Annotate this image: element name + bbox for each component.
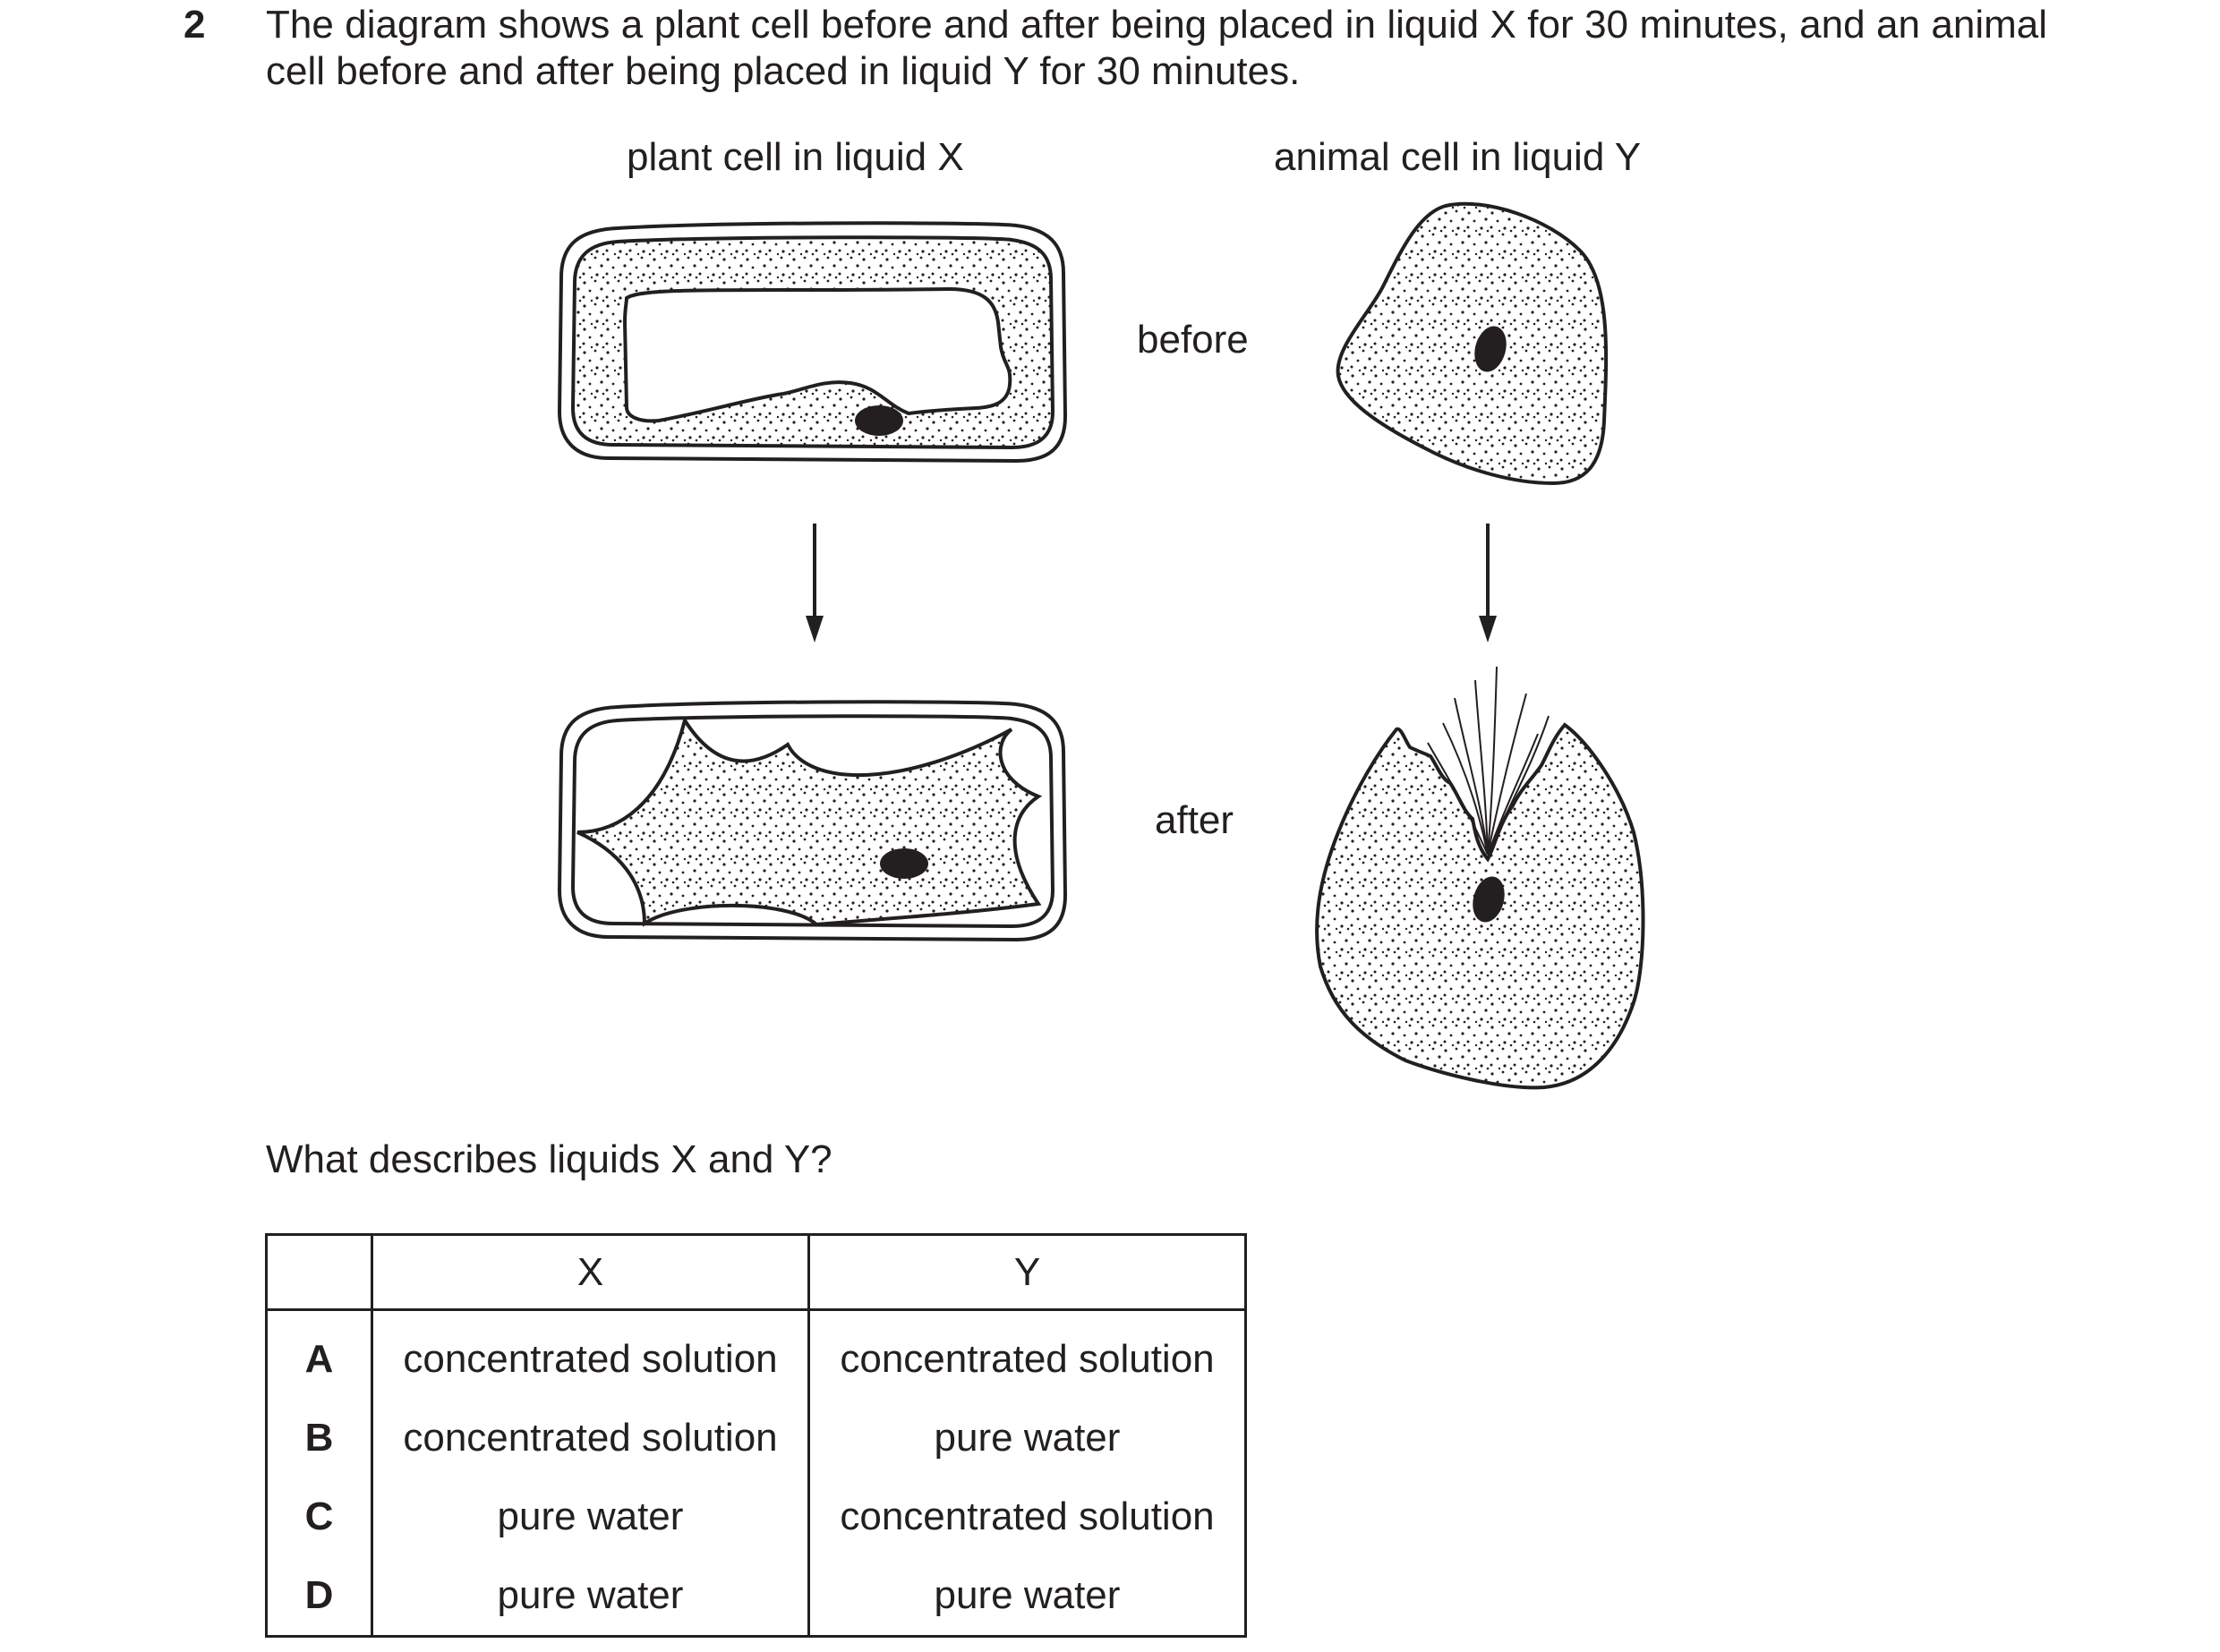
after-label: after bbox=[1155, 798, 1234, 842]
option-x-value: pure water bbox=[371, 1477, 810, 1556]
option-x-value: concentrated solution bbox=[371, 1309, 810, 1399]
plant-nucleus-after bbox=[880, 848, 928, 879]
option-key: B bbox=[265, 1399, 373, 1477]
question-prompt: What describes liquids X and Y? bbox=[266, 1137, 832, 1181]
answer-options-table: X Y A concentrated solution concentrated… bbox=[265, 1233, 1247, 1638]
option-y-value: concentrated solution bbox=[807, 1477, 1247, 1556]
question-stem: The diagram shows a plant cell before an… bbox=[266, 3, 2047, 93]
animal-nucleus-before bbox=[1474, 326, 1507, 372]
option-x-value: pure water bbox=[371, 1556, 810, 1638]
before-label: before bbox=[1137, 318, 1249, 362]
animal-cell-before bbox=[1336, 201, 1609, 486]
animal-nucleus-after bbox=[1473, 876, 1505, 923]
arrow-animal bbox=[1479, 524, 1497, 643]
option-key: A bbox=[265, 1309, 373, 1399]
option-key: D bbox=[265, 1556, 373, 1638]
header-x: X bbox=[371, 1233, 810, 1311]
plant-nucleus-before bbox=[855, 405, 903, 436]
question-number: 2 bbox=[184, 3, 206, 47]
arrow-plant bbox=[806, 524, 824, 643]
option-row-b[interactable]: B concentrated solution pure water bbox=[265, 1399, 1247, 1477]
option-y-value: concentrated solution bbox=[807, 1309, 1247, 1399]
plant-cell-before bbox=[557, 221, 1068, 464]
option-x-value: concentrated solution bbox=[371, 1399, 810, 1477]
animal-cell-after bbox=[1315, 666, 1645, 1090]
option-key: C bbox=[265, 1477, 373, 1556]
option-row-d[interactable]: D pure water pure water bbox=[265, 1556, 1247, 1638]
header-y: Y bbox=[807, 1233, 1247, 1311]
animal-cell-title: animal cell in liquid Y bbox=[1274, 135, 1642, 179]
option-row-c[interactable]: C pure water concentrated solution bbox=[265, 1477, 1247, 1556]
option-y-value: pure water bbox=[807, 1399, 1247, 1477]
option-y-value: pure water bbox=[807, 1556, 1247, 1638]
plant-cell-after bbox=[557, 700, 1068, 942]
plant-cell-title: plant cell in liquid X bbox=[627, 135, 964, 179]
option-row-a[interactable]: A concentrated solution concentrated sol… bbox=[265, 1309, 1247, 1399]
cytoplasm-spray bbox=[1427, 666, 1550, 856]
header-key bbox=[265, 1233, 373, 1311]
